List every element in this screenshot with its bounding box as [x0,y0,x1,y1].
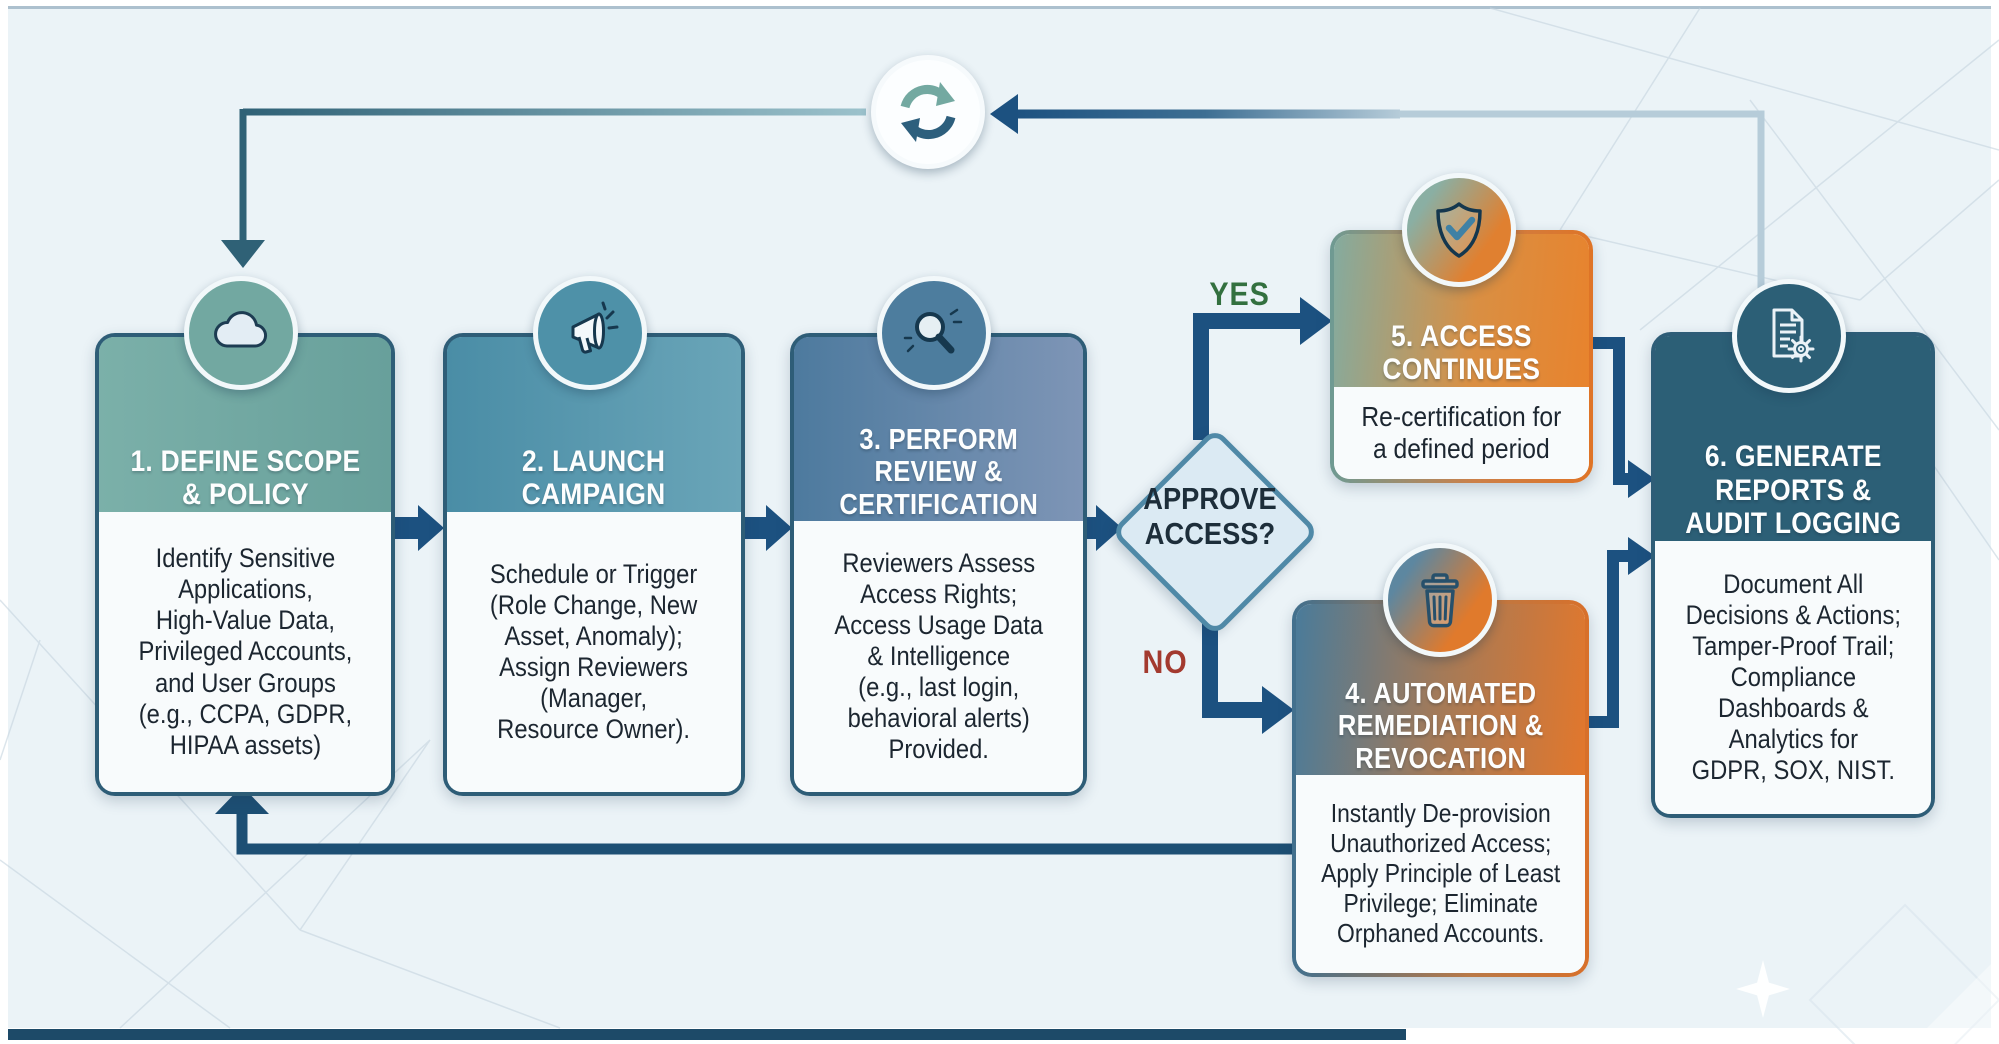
node-perform-review-certification: 3. PERFORM REVIEW & CERTIFICATION Review… [790,333,1087,796]
magnifier-icon [877,276,991,390]
node-launch-campaign: 2. LAUNCH CAMPAIGN Schedule or Trigger (… [443,333,745,796]
node-body: Document All Decisions & Actions; Tamper… [1655,541,1931,814]
refresh-cycle-icon [871,55,985,169]
branch-yes-label: YES [1209,276,1270,312]
path-step6-cycle-feedback [990,94,1765,290]
trash-icon [1383,543,1497,657]
node-title: 6. GENERATE REPORTS & AUDIT LOGGING [1684,440,1902,541]
shield-check-icon [1402,173,1516,287]
node-body: Re-certification for a defined period [1334,387,1589,479]
cloud-icon [184,276,298,390]
arrow-step2-step3 [734,505,792,551]
node-title: 5. ACCESS CONTINUES [1382,319,1541,387]
node-body: Identify Sensitive Applications, High-Va… [99,512,391,792]
arrow-step1-step2 [386,505,444,551]
node-generate-reports-audit-logging: 6. GENERATE REPORTS & AUDIT LOGGING Docu… [1651,332,1935,818]
node-body-text: Reviewers Assess Access Rights; Access U… [834,547,1043,765]
node-title: 1. DEFINE SCOPE & POLICY [130,444,360,512]
path-decision-no [1202,616,1294,734]
path-step5-step6 [1590,337,1655,498]
node-body-text: Re-certification for a defined period [1361,400,1562,464]
document-gear-icon [1732,279,1846,393]
node-title: 3. PERFORM REVIEW & CERTIFICATION [839,423,1038,521]
branch-no-label: NO [1142,644,1188,680]
path-step4-step6 [1588,537,1655,728]
node-body-text: Identify Sensitive Applications, High-Va… [138,543,352,760]
decision-label: APPROVE ACCESS? [1143,481,1277,551]
bottom-edge-bar [8,1029,1406,1040]
node-body: Instantly De-provision Unauthorized Acce… [1296,775,1585,973]
node-automated-remediation-revocation: 4. AUTOMATED REMEDIATION & REVOCATION In… [1292,600,1589,977]
node-title: 4. AUTOMATED REMEDIATION & REVOCATION [1337,677,1544,775]
path-step4-step1-feedback [215,786,1293,855]
node-body-text: Schedule or Trigger (Role Change, New As… [490,558,698,745]
megaphone-icon [533,276,647,390]
path-cycle-step1-feedback [221,108,866,268]
node-title: 2. LAUNCH CAMPAIGN [522,444,666,512]
node-define-scope-policy: 1. DEFINE SCOPE & POLICY Identify Sensit… [95,333,395,796]
node-header: 3. PERFORM REVIEW & CERTIFICATION [794,337,1083,531]
node-body-text: Instantly De-provision Unauthorized Acce… [1320,798,1561,948]
path-decision-yes [1193,297,1332,440]
node-body: Schedule or Trigger (Role Change, New As… [447,512,741,792]
arrow-step3-decision [1077,505,1122,551]
node-body: Reviewers Assess Access Rights; Access U… [794,521,1083,792]
top-edge-bar [8,6,1991,9]
node-body-text: Document All Decisions & Actions; Tamper… [1685,568,1901,786]
